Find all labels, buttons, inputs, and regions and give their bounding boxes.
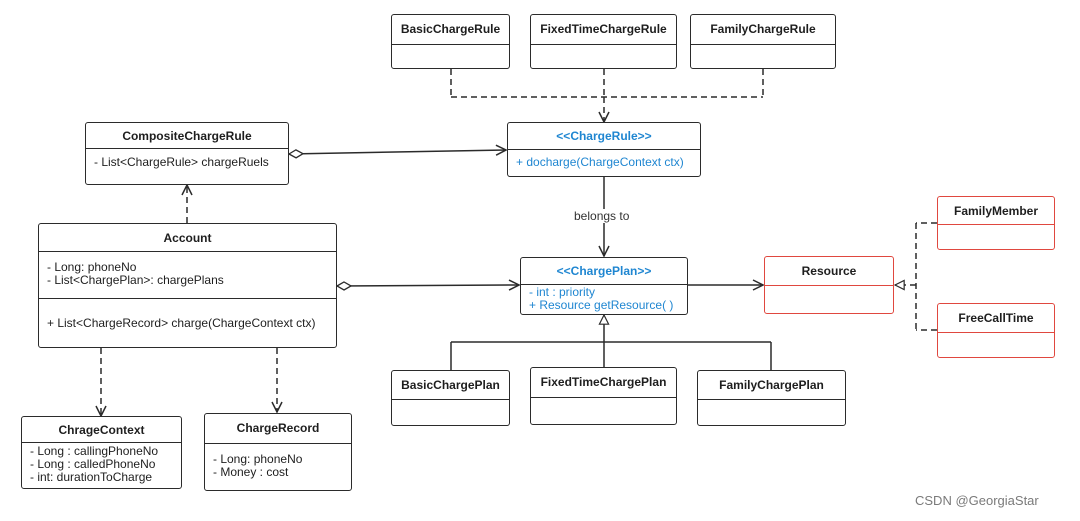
basic-charge-plan-class: BasicChargePlan <box>391 370 510 426</box>
attributes-section: - Long: phoneNo - Money : cost <box>205 444 351 479</box>
charge-plan-interface: <<ChargePlan>> - int : priority + Resour… <box>520 257 688 315</box>
composite-charge-rule-class: CompositeChargeRule - List<ChargeRule> c… <box>85 122 289 185</box>
class-name: ChrageContext <box>22 417 181 443</box>
class-name: BasicChargePlan <box>392 371 509 400</box>
method: + Resource getResource( ) <box>529 298 674 312</box>
class-name: FreeCallTime <box>938 304 1054 333</box>
attribute: - Long: phoneNo <box>213 452 303 466</box>
realization-rules-connector <box>450 69 764 122</box>
family-charge-plan-class: FamilyChargePlan <box>697 370 846 426</box>
composite-to-chargerule-aggregation <box>289 150 506 154</box>
attributes-section: - int : priority + Resource getResource(… <box>521 285 687 312</box>
class-name: FixedTimeChargeRule <box>531 15 676 45</box>
methods-section: + docharge(ChargeContext ctx) <box>508 150 700 169</box>
attribute: - Long : calledPhoneNo <box>30 457 156 471</box>
resource-generalization-connector <box>895 222 937 331</box>
method: + List<ChargeRecord> charge(ChargeContex… <box>47 316 316 330</box>
attribute: - List<ChargeRule> chargeRuels <box>94 155 269 169</box>
watermark: CSDN @GeorgiaStar <box>915 493 1039 508</box>
method: + docharge(ChargeContext ctx) <box>516 155 684 169</box>
account-class: Account - Long: phoneNo - List<ChargePla… <box>38 223 337 348</box>
attributes-section: - Long: phoneNo - List<ChargePlan>: char… <box>39 252 336 299</box>
class-name: <<ChargeRule>> <box>508 123 700 150</box>
class-name: Account <box>39 224 336 252</box>
class-name: BasicChargeRule <box>392 15 509 45</box>
fixed-time-charge-plan-class: FixedTimeChargePlan <box>530 367 677 425</box>
account-to-chargeplan-aggregation <box>337 285 519 286</box>
class-name: FamilyChargePlan <box>698 371 845 400</box>
belongs-to-label: belongs to <box>572 209 632 223</box>
basic-charge-rule-class: BasicChargeRule <box>391 14 510 69</box>
class-name: CompositeChargeRule <box>86 123 288 149</box>
attribute: - int: durationToCharge <box>30 470 153 484</box>
attribute: - Long : callingPhoneNo <box>30 444 159 458</box>
free-call-time-class: FreeCallTime <box>937 303 1055 358</box>
class-name: FixedTimeChargePlan <box>531 368 676 398</box>
class-name: ChargeRecord <box>205 414 351 444</box>
plan-generalization-connector <box>450 315 772 370</box>
class-name: FamilyMember <box>938 197 1054 225</box>
family-charge-rule-class: FamilyChargeRule <box>690 14 836 69</box>
resource-class: Resource <box>764 256 894 314</box>
attribute: - Money : cost <box>213 465 289 479</box>
class-name: <<ChargePlan>> <box>521 258 687 285</box>
attributes-section: - List<ChargeRule> chargeRuels <box>86 149 288 169</box>
class-name: Resource <box>765 257 893 286</box>
family-member-class: FamilyMember <box>937 196 1055 250</box>
class-name: FamilyChargeRule <box>691 15 835 45</box>
charge-rule-interface: <<ChargeRule>> + docharge(ChargeContext … <box>507 122 701 177</box>
fixed-time-charge-rule-class: FixedTimeChargeRule <box>530 14 677 69</box>
methods-section: + List<ChargeRecord> charge(ChargeContex… <box>39 299 336 330</box>
attributes-section: - Long : callingPhoneNo - Long : calledP… <box>22 443 181 484</box>
attribute: - Long: phoneNo <box>47 260 137 274</box>
attribute: - int : priority <box>529 285 596 299</box>
charge-record-class: ChargeRecord - Long: phoneNo - Money : c… <box>204 413 352 491</box>
attribute: - List<ChargePlan>: chargePlans <box>47 273 224 287</box>
chrage-context-class: ChrageContext - Long : callingPhoneNo - … <box>21 416 182 489</box>
